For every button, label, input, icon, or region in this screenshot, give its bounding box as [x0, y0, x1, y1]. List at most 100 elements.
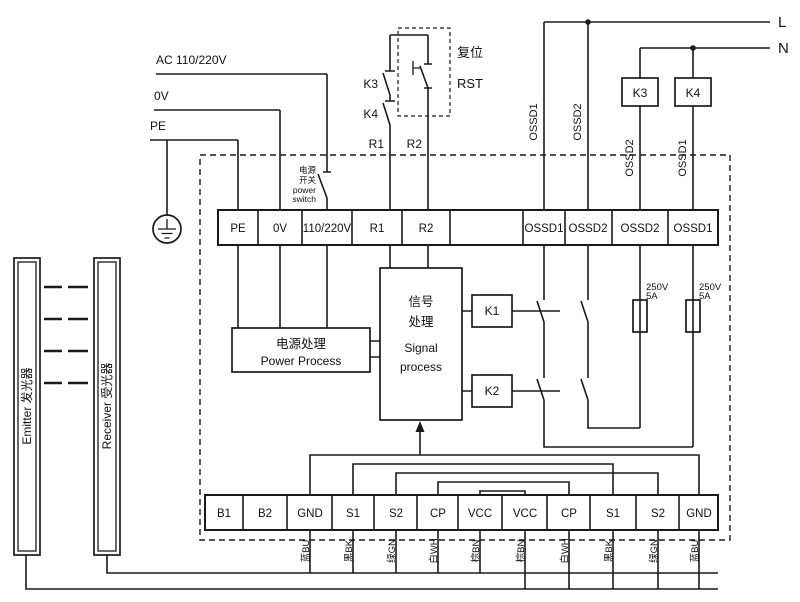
ossd-wire-label: OSSD1 [528, 103, 540, 140]
k2-relay-label: K2 [485, 384, 500, 398]
receiver-label: Receiver 受光器 [100, 363, 114, 450]
s2-bus [395, 472, 659, 495]
ossd1-contact-chain [536, 245, 693, 448]
terminal-cp-l: CP [430, 508, 446, 520]
terminal-s2-l: S2 [389, 508, 403, 520]
terminal-b2: B2 [258, 508, 272, 520]
k3-relay-label: K3 [633, 86, 648, 100]
power-switch-symbol [317, 171, 331, 199]
devices: Emitter 发光器 Receiver 受光器 [13, 257, 121, 556]
supply-feed: AC 110/220V 电源 开关 power switch 0V PE [150, 53, 331, 244]
terminal-vcc-r: VCC [513, 508, 537, 520]
wire-color-label: 绿GN [386, 539, 398, 563]
signal-process-label-cn1: 信号 [408, 295, 433, 309]
terminal-s2-r: S2 [651, 508, 665, 520]
bottom-terminal-row: B1 B2 GND S1 S2 CP VCC VCC CP S1 S2 GND [204, 494, 719, 531]
terminal-ossd1-out: OSSD1 [674, 223, 713, 235]
cp-bus [437, 481, 570, 495]
internal-relays: K1 K2 [462, 294, 560, 408]
k1-relay-label: K1 [485, 304, 500, 318]
k3-contact-label: K3 [363, 77, 378, 91]
emitter-box [13, 257, 41, 556]
terminal-vcc-l: VCC [468, 508, 492, 520]
signal-process-label-en1: Signal [404, 341, 437, 355]
power-process-label-en: Power Process [261, 354, 342, 368]
power-switch-label: 开关 [299, 175, 317, 185]
terminal-ossd2-out: OSSD2 [621, 223, 660, 235]
signal-process-box [379, 267, 463, 421]
k4-contact-label: K4 [363, 107, 378, 121]
feedback-bus-nest [309, 454, 700, 495]
fuse-rating-label: 5A [699, 291, 711, 302]
r1-wire-label: R1 [369, 137, 385, 151]
receiver-box-inner [97, 261, 117, 552]
terminal-ossd2-in: OSSD2 [569, 223, 608, 235]
fuse [632, 299, 648, 333]
ossd-wire-label: OSSD2 [572, 103, 584, 140]
wire-color-label: 棕BN [470, 540, 482, 563]
terminal-ossd1-in: OSSD1 [525, 223, 564, 235]
emitter-cable [25, 555, 718, 590]
mains-rails: L N [544, 14, 789, 57]
terminal-cp-r: CP [561, 508, 577, 520]
ac-supply-wire [156, 73, 328, 210]
pe-wire [150, 139, 239, 215]
top-terminal-strip [217, 209, 719, 246]
terminal-s1-l: S1 [346, 508, 360, 520]
zero-v-wire [154, 109, 281, 210]
ossd-wire-label: OSSD1 [677, 139, 689, 176]
gnd-bus [309, 454, 700, 495]
top-terminal-dividers [257, 210, 669, 245]
ossd-wiring: K3 K4 OSSD1 OSSD2 OSSD2 OSSD1 [528, 22, 712, 210]
terminal-gnd-r: GND [686, 508, 712, 520]
n-rail-label: N [778, 40, 789, 57]
receiver-box [93, 257, 121, 556]
wire-color-label: 绿GN [648, 539, 660, 563]
ossd-contact-chains: 250V 5A 250V 5A [536, 245, 722, 448]
power-signal-link [370, 340, 380, 358]
emitter-box-inner [17, 261, 37, 552]
bottom-terminal-strip [204, 494, 719, 531]
s1-bus [352, 463, 614, 495]
bottom-terminal-dividers [242, 495, 680, 530]
k3-relay-box [621, 77, 659, 107]
fuse-rating-label: 5A [646, 291, 658, 302]
fuse-rating-label: 250V [646, 282, 669, 293]
terminal-0v: 0V [273, 223, 287, 235]
k2-relay-box [471, 374, 513, 408]
power-process-box [231, 327, 371, 373]
terminal-r2: R2 [419, 223, 434, 235]
signal-section: 信号 处理 Signal process [379, 245, 463, 455]
earth-circle [152, 214, 182, 244]
k4-relay-label: K4 [686, 86, 701, 100]
earth-bars [158, 219, 176, 239]
reset-label-en: RST [457, 76, 483, 91]
r1-r2-input-wires [389, 245, 429, 268]
cable-drops: 蓝BU 黑BK 绿GN 白WH 棕BN 棕BN 白WH 黑BK 绿GN 蓝BU [25, 530, 718, 590]
power-switch-label: power [293, 185, 316, 195]
receiver-cable [106, 555, 718, 574]
pe-label: PE [150, 119, 166, 133]
terminal-b1: B1 [217, 508, 231, 520]
wire-color-label: 白WH [559, 538, 571, 563]
signal-process-label-cn2: 处理 [408, 315, 434, 329]
ossd2-contact-chain [580, 245, 640, 429]
emitter-cable-drops [524, 530, 700, 589]
wire-color-label: 蓝BU [300, 540, 312, 563]
feedback-arrowhead [415, 421, 425, 432]
reset-button-chain [419, 35, 432, 210]
wire-color-label: 黑BK [344, 539, 355, 562]
ac-supply-label: AC 110/220V [156, 53, 227, 67]
reset-dashed-box [397, 27, 451, 117]
k1-relay-box [471, 294, 513, 328]
signal-process-label-en2: process [400, 360, 442, 374]
ossd-wire-label: OSSD2 [624, 139, 636, 176]
wire-color-label: 白WH [428, 538, 440, 563]
fuse-rating-label: 250V [699, 282, 722, 293]
k3-k4-contact-chain [382, 35, 395, 210]
top-terminal-row: PE 0V 110/220V R1 R2 OSSD1 OSSD2 OSSD2 O… [217, 209, 719, 246]
l-rail-label: L [778, 14, 786, 31]
power-input-wires [237, 245, 328, 328]
terminal-pe: PE [230, 223, 246, 235]
